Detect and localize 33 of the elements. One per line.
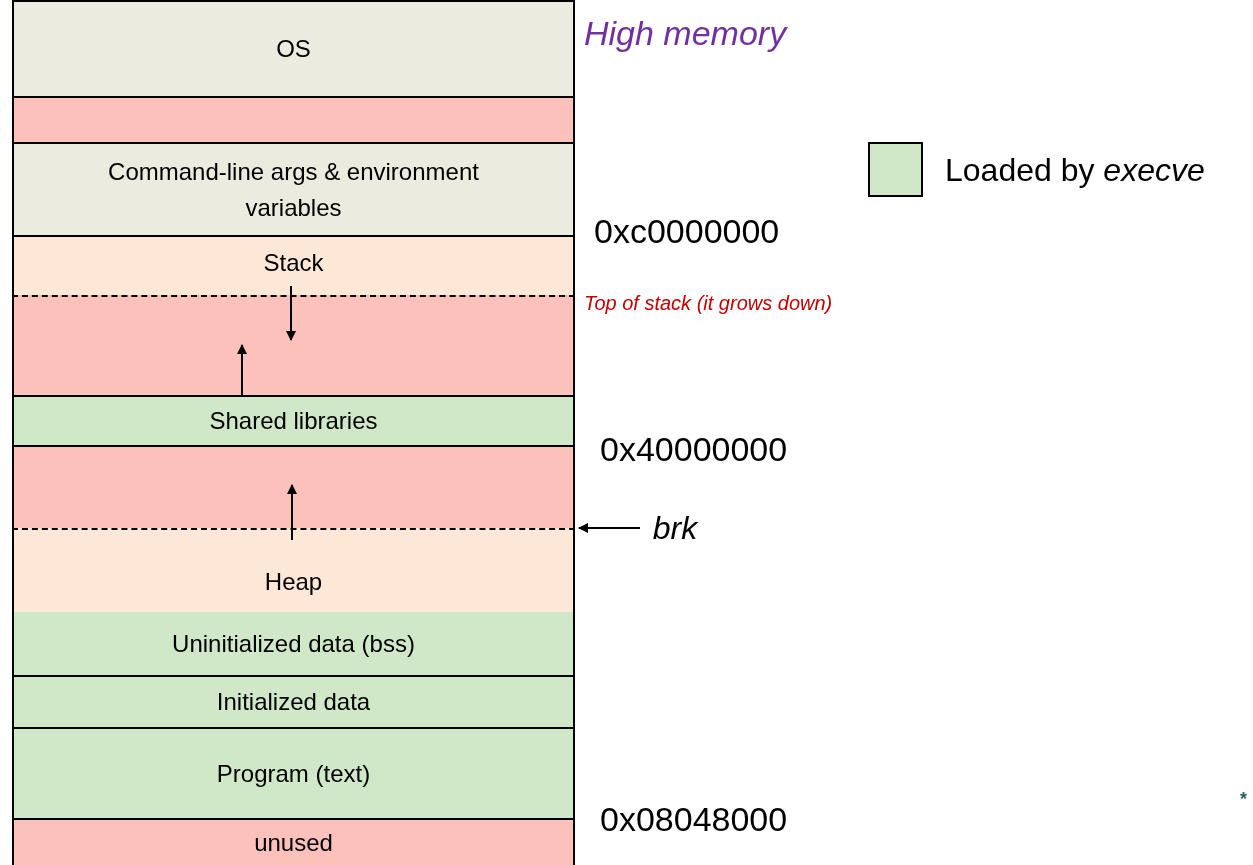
arrow (578, 523, 641, 533)
address-label: 0xc0000000 (594, 211, 780, 252)
segment-label: unused (254, 827, 333, 858)
segment-label: Uninitialized data (bss) (172, 628, 415, 659)
segment-label: Stack (263, 248, 324, 278)
arrow (237, 344, 247, 396)
address-label: 0x40000000 (600, 429, 788, 470)
memory-segment (12, 235, 575, 295)
free-memory-segment (12, 295, 575, 395)
segment-label: Shared libraries (209, 406, 378, 436)
memory-segment (12, 675, 575, 727)
memory-segment (12, 395, 575, 445)
free-memory-segment (12, 445, 575, 528)
memory-segment (12, 727, 575, 818)
memory-segment (12, 818, 575, 865)
arrow (287, 484, 297, 541)
memory-segment (12, 612, 575, 675)
address-label: 0x08048000 (600, 799, 788, 840)
segment-label: OS (276, 34, 311, 64)
memory-end-label: High memory (584, 13, 787, 54)
segment-label: Program (text) (216, 758, 371, 789)
segment-label: Heap (264, 567, 323, 597)
segment-label: Command-line args & environment variables (107, 156, 480, 223)
free-memory-segment (12, 96, 575, 142)
annotation-text: Top of stack (it grows down) (584, 291, 833, 316)
segment-label: Initialized data (216, 687, 371, 717)
memory-segment (12, 142, 575, 235)
memory-segment (12, 0, 575, 96)
arrow (286, 285, 296, 341)
pointer-label: brk (652, 509, 698, 548)
legend-label: Loaded by execve (945, 150, 1205, 190)
memory-segment (12, 528, 575, 612)
footnote-mark: * (1240, 788, 1247, 811)
